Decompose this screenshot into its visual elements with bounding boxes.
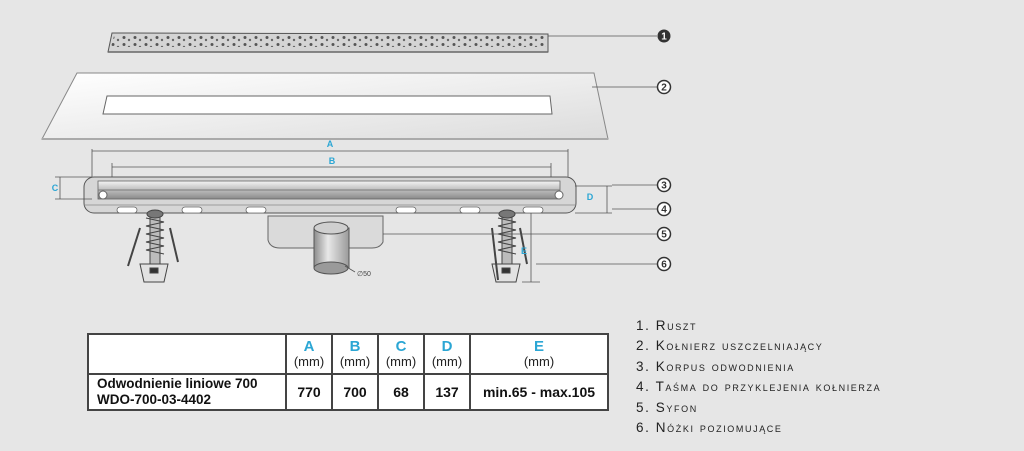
product-header-cell bbox=[87, 333, 287, 375]
legend-item-syphon: 5. Syfon bbox=[636, 399, 698, 415]
callout-5-label: 5 bbox=[661, 230, 667, 241]
header-c: C (mm) bbox=[377, 333, 425, 375]
dimension-lines-cde bbox=[55, 176, 612, 283]
header-b: B (mm) bbox=[331, 333, 379, 375]
header-d-unit: (mm) bbox=[431, 354, 463, 369]
value-b: 700 bbox=[331, 373, 379, 411]
callout-leaders bbox=[383, 35, 657, 265]
header-b-letter: B bbox=[349, 338, 361, 355]
callout-6-label: 6 bbox=[661, 260, 667, 271]
header-b-unit: (mm) bbox=[339, 354, 371, 369]
leveling-feet-part bbox=[127, 209, 528, 283]
product-name-cell: Odwodnienie liniowe 700 WDO-700-03-4402 bbox=[87, 373, 287, 411]
value-a: 770 bbox=[285, 373, 333, 411]
drain-body-part bbox=[83, 176, 577, 214]
product-name: Odwodnienie liniowe 700 bbox=[97, 376, 258, 391]
header-e-letter: E bbox=[533, 338, 544, 355]
header-c-letter: C bbox=[395, 338, 407, 355]
callout-1: 1 bbox=[657, 29, 671, 43]
dimension-b-label: B bbox=[329, 156, 336, 166]
callout-4-label: 4 bbox=[661, 205, 667, 216]
spec-table-header-row: A (mm) B (mm) C (mm) D (mm) E (mm) bbox=[87, 333, 609, 375]
header-a-unit: (mm) bbox=[293, 354, 325, 369]
dimension-d-label: D bbox=[587, 192, 594, 202]
sealing-flange-part bbox=[41, 72, 609, 140]
legend-item-drain-body: 3. Korpus odwodnienia bbox=[636, 358, 795, 374]
header-e-unit: (mm) bbox=[523, 354, 555, 369]
header-e: E (mm) bbox=[469, 333, 609, 375]
value-d: 137 bbox=[423, 373, 471, 411]
legend-item-sealing-flange: 2. Kołnierz uszczelniający bbox=[636, 338, 824, 354]
header-d-letter: D bbox=[441, 338, 453, 355]
left-foot bbox=[127, 209, 179, 283]
dimension-lines-ab bbox=[91, 149, 569, 178]
spec-table: A (mm) B (mm) C (mm) D (mm) E (mm) Odwod… bbox=[87, 333, 609, 411]
grate-part bbox=[107, 32, 549, 53]
syphon-part bbox=[267, 215, 384, 275]
callout-5: 5 bbox=[656, 226, 672, 242]
right-foot bbox=[491, 209, 528, 283]
header-c-unit: (mm) bbox=[385, 354, 417, 369]
header-d: D (mm) bbox=[423, 333, 471, 375]
dimension-a-label: A bbox=[327, 139, 334, 149]
dimension-c-label: C bbox=[52, 183, 59, 193]
header-a: A (mm) bbox=[285, 333, 333, 375]
dimension-e-label: E bbox=[521, 246, 527, 256]
legend-item-adhesive-tape: 4. Taśma do przyklejenia kołnierza bbox=[636, 379, 882, 395]
callout-2: 2 bbox=[656, 79, 672, 95]
callout-3: 3 bbox=[656, 177, 672, 193]
callout-2-label: 2 bbox=[661, 83, 667, 94]
callout-4: 4 bbox=[656, 201, 672, 217]
callout-1-label: 1 bbox=[661, 32, 667, 43]
syphon-diameter-label: ∅50 bbox=[357, 271, 371, 278]
parts-legend: 1. Ruszt 2. Kołnierz uszczelniający 3. K… bbox=[636, 316, 881, 438]
table-row: Odwodnienie liniowe 700 WDO-700-03-4402 … bbox=[87, 373, 609, 411]
legend-item-leveling-feet: 6. Nóżki poziomujące bbox=[636, 419, 783, 435]
callout-6: 6 bbox=[656, 256, 672, 272]
header-a-letter: A bbox=[303, 338, 315, 355]
legend-item-grate: 1. Ruszt bbox=[636, 318, 698, 333]
product-code: WDO-700-03-4402 bbox=[97, 392, 212, 407]
callout-3-label: 3 bbox=[661, 181, 667, 192]
value-e: min.65 - max.105 bbox=[469, 373, 609, 411]
value-c: 68 bbox=[377, 373, 425, 411]
